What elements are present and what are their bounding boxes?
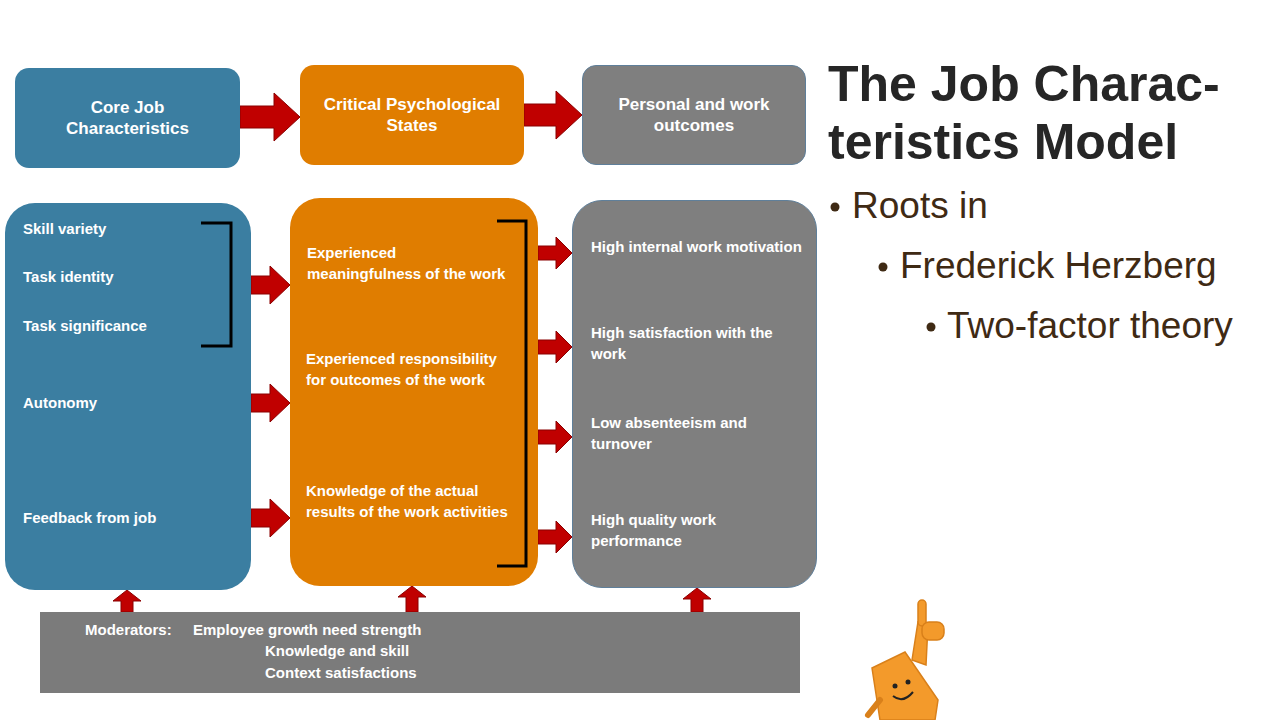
- block-arrow: [251, 266, 290, 304]
- box-text: Critical Psychological States: [314, 94, 510, 137]
- block-arrow: [398, 586, 426, 612]
- item-text: Experienced meaningfulness of the work: [307, 242, 512, 285]
- item-text: High quality work performance: [591, 509, 806, 552]
- item-text: Context satisfactions: [265, 662, 565, 683]
- block-arrow: [538, 421, 572, 453]
- mascot-figure: [868, 600, 944, 720]
- item-text: High satisfaction with the work: [591, 322, 806, 365]
- block-arrow: [251, 499, 290, 537]
- header-box: Personal and work outcomes: [582, 65, 806, 165]
- header-box: Core Job Characteristics: [15, 68, 240, 168]
- item-text: High internal work motivation: [591, 236, 806, 257]
- block-arrow: [538, 521, 572, 553]
- box-text: Personal and work outcomes: [597, 94, 791, 137]
- item-text: Autonomy: [23, 392, 223, 413]
- item-text: Task identity: [23, 266, 203, 287]
- item-text: Low absenteeism and turnover: [591, 412, 806, 455]
- item-text: Employee growth need strength: [193, 619, 493, 640]
- item-text: Skill variety: [23, 218, 203, 239]
- block-arrow: [683, 588, 711, 612]
- block-arrow: [524, 91, 582, 139]
- block-arrow: [538, 331, 572, 363]
- bullet-text: Frederick Herzberg: [900, 246, 1217, 287]
- item-text: Knowledge of the actual results of the w…: [306, 480, 511, 523]
- box-text: Core Job Characteristics: [29, 97, 226, 140]
- item-text: Knowledge and skill: [265, 640, 565, 661]
- item-text: Moderators:: [85, 619, 195, 640]
- item-text: Experienced responsibility for outcomes …: [306, 348, 511, 391]
- block-arrow: [240, 93, 300, 141]
- outcomes-panel: High internal work motivationHigh satisf…: [572, 200, 817, 588]
- bullet-text: Roots in: [852, 186, 988, 227]
- block-arrow: [251, 384, 290, 422]
- block-arrow: [113, 590, 141, 612]
- item-text: Task significance: [23, 315, 203, 336]
- slide-title: The Job Charac- teristics Model: [828, 56, 1268, 171]
- block-arrow: [538, 237, 572, 269]
- states-panel: Experienced meaningfulness of the workEx…: [290, 198, 538, 586]
- header-box: Critical Psychological States: [300, 65, 524, 165]
- item-text: Feedback from job: [23, 507, 223, 528]
- bullet-text: Two-factor theory: [947, 306, 1233, 347]
- characteristics-panel: Skill varietyTask identityTask significa…: [5, 203, 251, 590]
- moderators-band: Moderators:Employee growth need strength…: [40, 612, 800, 693]
